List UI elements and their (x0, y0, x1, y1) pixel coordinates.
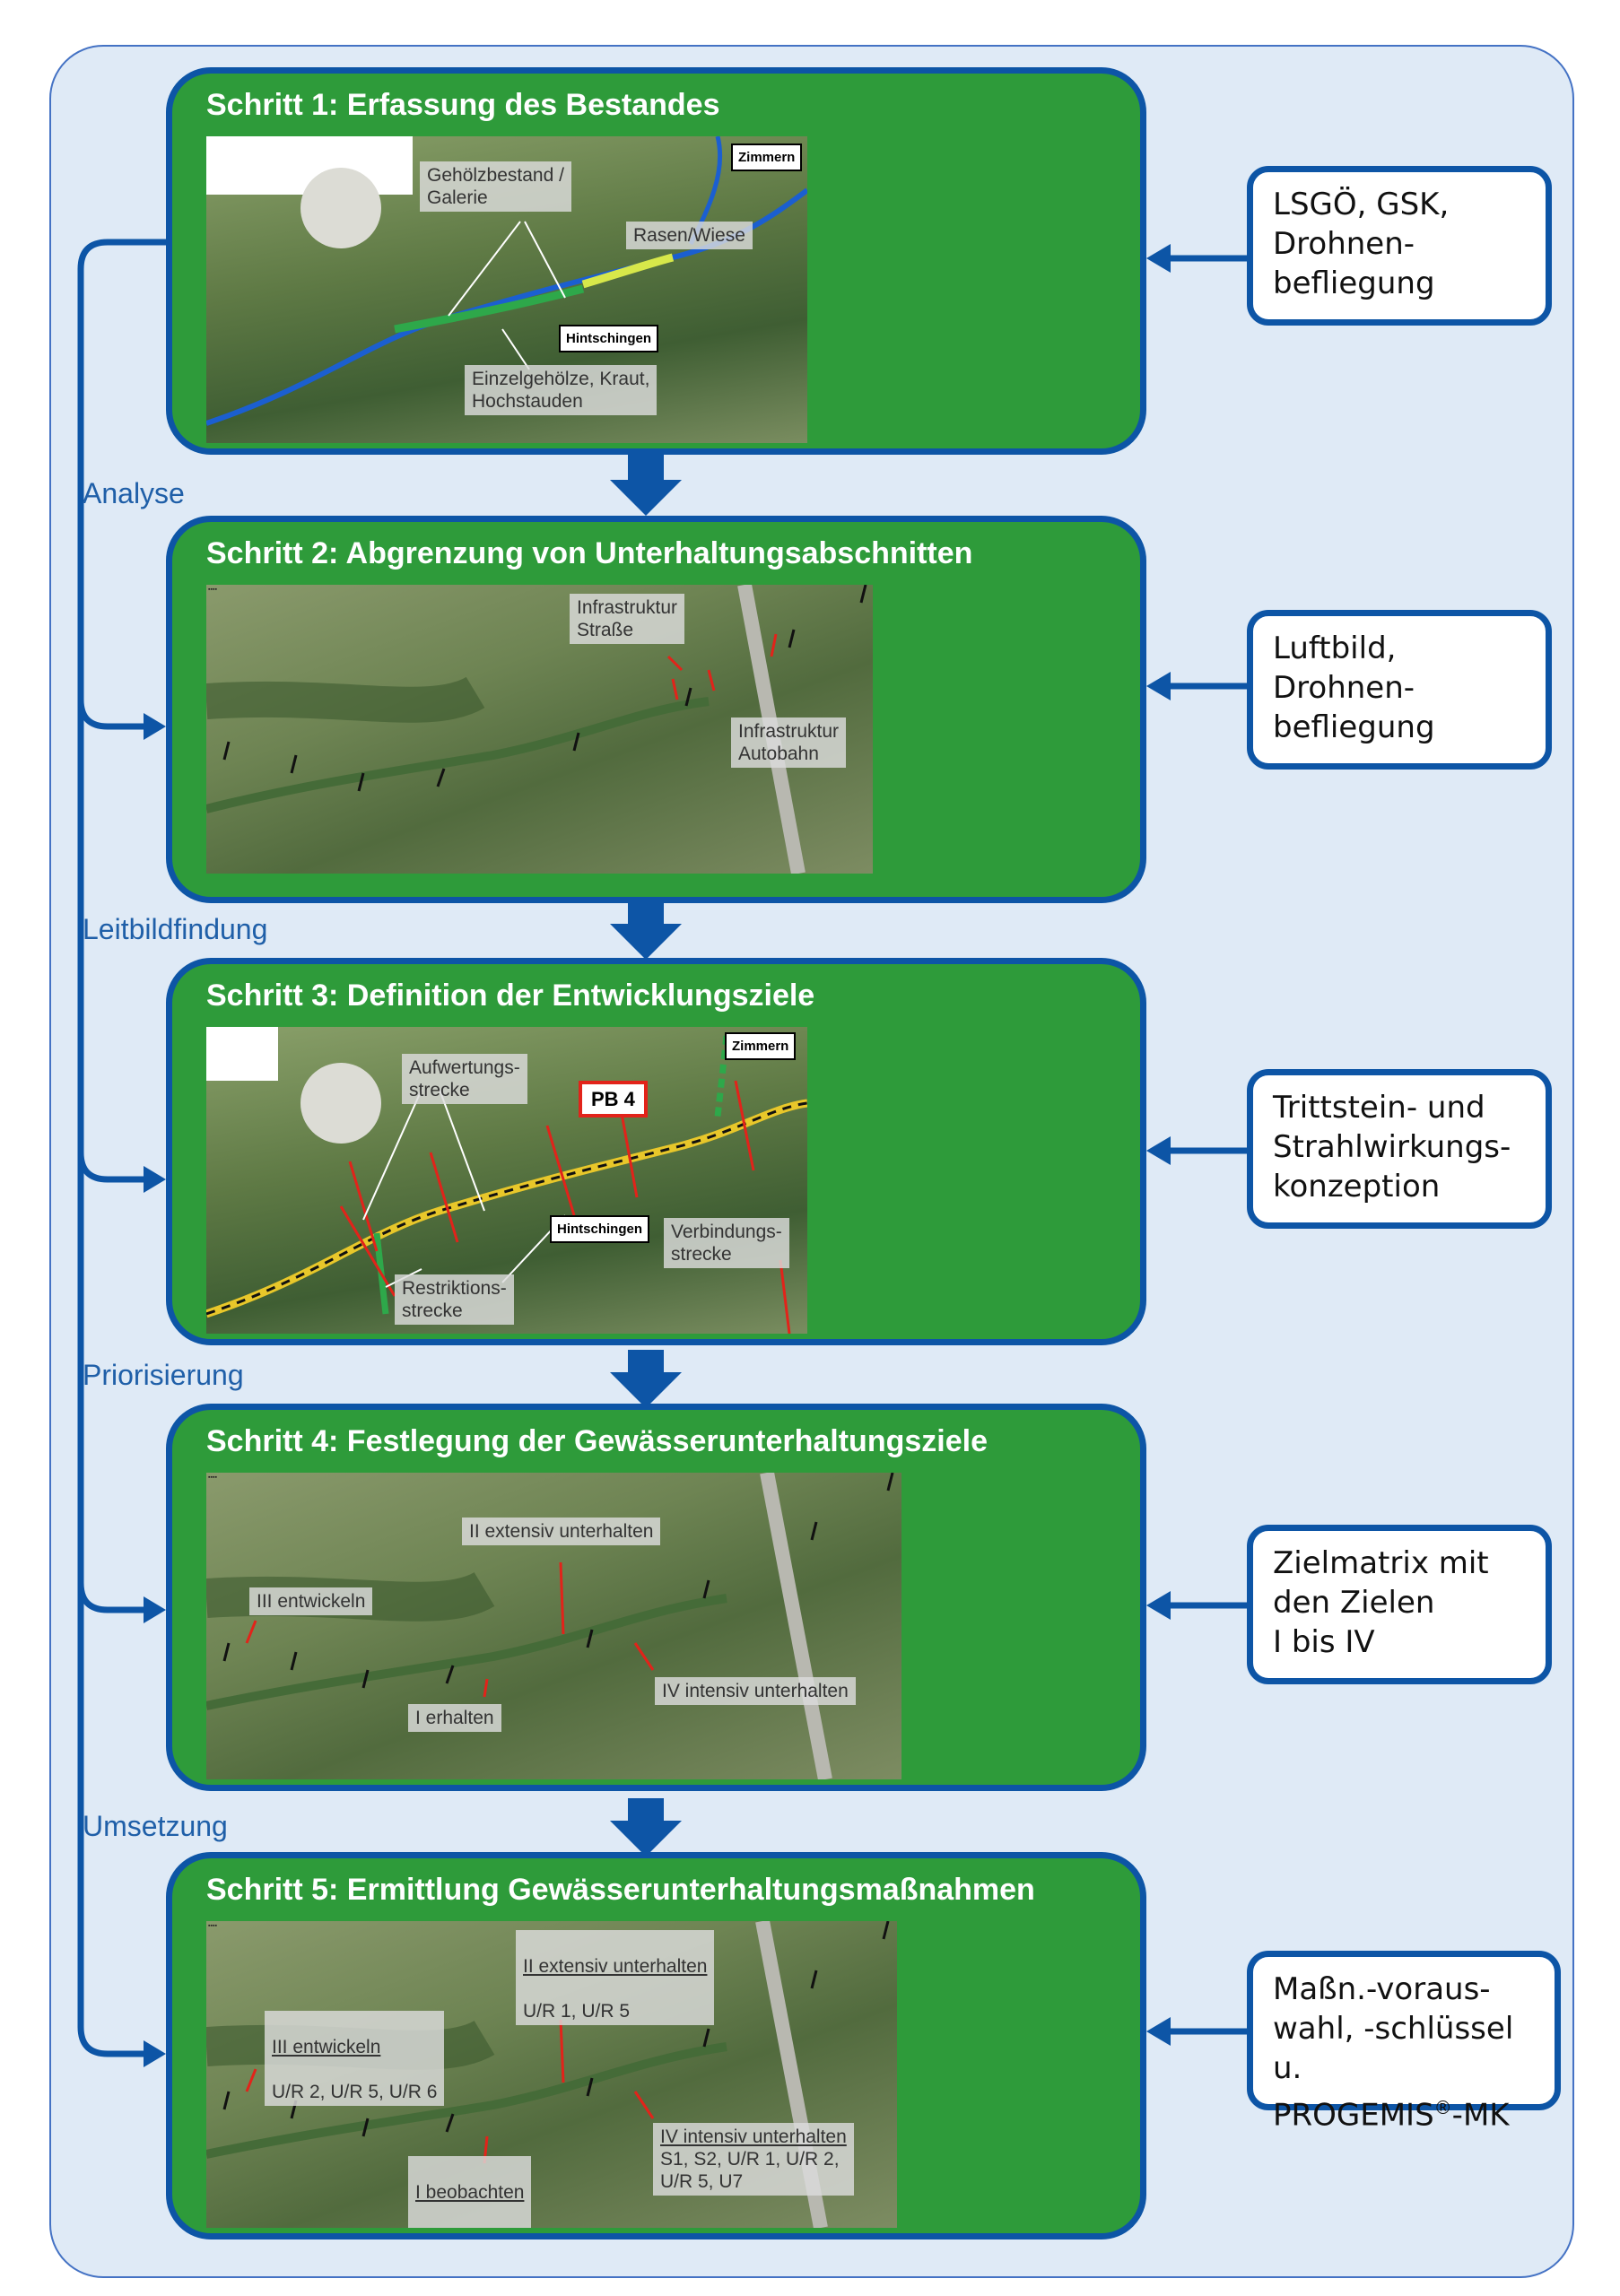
source-box-4: Zielmatrix mit den Zielen I bis IV (1247, 1525, 1552, 1684)
source-box-5: Maßn.-voraus- wahl, -schlüssel u. PROGEM… (1247, 1951, 1561, 2133)
registered-mark: ® (1433, 2097, 1452, 2118)
label-i-erhalten: I erhalten (408, 1704, 501, 1732)
phase-leitbildfindung: Leitbildfindung (83, 913, 268, 945)
step-4-box: Schritt 4: Festlegung der Gewässerunterh… (166, 1404, 1146, 1791)
phase-priorisierung: Priorisierung (83, 1359, 244, 1391)
label-rasen-wiese: Rasen/Wiese (626, 222, 753, 249)
label-i-massnahmen: I beobachten K1 (408, 2156, 532, 2228)
source-box-3: Trittstein- und Strahlwirkungs- konzepti… (1247, 1069, 1552, 1229)
label-infrastruktur-strasse: Infrastruktur Straße (570, 594, 685, 644)
map-legend-tiny: ▪▪▪▪ (208, 1474, 217, 1481)
label-iv-massnahmen: IV intensiv unterhalten S1, S2, U/R 1, U… (653, 2123, 854, 2196)
label-iv-head: IV intensiv unterhalten (660, 2126, 847, 2147)
label-ii-head: II extensiv unterhalten (523, 1956, 708, 1977)
label-iv-intensiv: IV intensiv unterhalten (655, 1677, 856, 1705)
label-infrastruktur-autobahn: Infrastruktur Autobahn (731, 718, 847, 768)
step-3-box: Schritt 3: Definition der Entwicklungszi… (166, 958, 1146, 1345)
down-arrows (610, 453, 682, 1857)
label-hintschingen: Hintschingen (550, 1215, 650, 1243)
label-zimmern: Zimmern (731, 144, 803, 171)
step-4-title: Schritt 4: Festlegung der Gewässerunterh… (206, 1424, 988, 1458)
step-4-map: ▪▪▪▪ II extensiv unterhalten III entwick… (206, 1473, 901, 1779)
step-1-box: Schritt 1: Erfassung des Bestandes Gehöl… (166, 67, 1146, 455)
label-iii-massnahmen: III entwickeln U/R 2, U/R 5, U/R 6 (265, 2011, 445, 2106)
step-3-title: Schritt 3: Definition der Entwicklungszi… (206, 978, 815, 1013)
phase-umsetzung: Umsetzung (83, 1810, 228, 1842)
step-5-title: Schritt 5: Ermittlung Gewässerunterhaltu… (206, 1873, 1035, 1907)
label-ii-extensiv: II extensiv unterhalten (462, 1518, 661, 1545)
label-verbindungsstrecke: Verbindungs- strecke (664, 1218, 789, 1268)
step-1-title: Schritt 1: Erfassung des Bestandes (206, 88, 720, 122)
label-hintschingen: Hintschingen (559, 325, 659, 352)
source-box-1: LSGÖ, GSK, Drohnen- befliegung (1247, 166, 1552, 326)
label-ii-massnahmen: II extensiv unterhalten U/R 1, U/R 5 (516, 1930, 715, 2025)
label-restriktionsstrecke: Restriktions- strecke (395, 1274, 514, 1325)
label-iii-head: III entwickeln (272, 2037, 381, 2057)
side-arrows (1166, 255, 1247, 2035)
label-i-body: K1 (458, 2227, 482, 2228)
map-legend-tiny: ▪▪▪▪ (208, 1923, 217, 1929)
label-pb4: PB 4 (579, 1081, 648, 1118)
step-3-map: Aufwertungs- strecke PB 4 Zimmern Hintsc… (206, 1027, 807, 1334)
feedback-line (77, 239, 166, 2057)
source-box-2: Luftbild, Drohnen- befliegung (1247, 610, 1552, 770)
label-ii-body: U/R 1, U/R 5 (523, 2001, 631, 2022)
map-legend-tiny: ▪▪▪▪ (208, 587, 217, 593)
label-iii-entwickeln: III entwickeln (249, 1587, 373, 1615)
step-2-map: ▪▪▪▪ Infrastruktur Straße Infrastruktur … (206, 585, 873, 874)
label-zimmern: Zimmern (725, 1032, 797, 1060)
map-blank-corner (206, 1027, 278, 1081)
label-iv-body: S1, S2, U/R 1, U/R 2, U/R 5, U7 (660, 2149, 840, 2192)
step-1-map: Gehölzbestand / Galerie Rasen/Wiese Einz… (206, 136, 807, 443)
label-i-head: I beobachten (415, 2182, 525, 2203)
step-2-title: Schritt 2: Abgrenzung von Unterhaltungsa… (206, 536, 973, 570)
phase-analyse: Analyse (83, 477, 185, 509)
step-3-map-lines (206, 1035, 807, 1334)
label-aufwertungsstrecke: Aufwertungs- strecke (402, 1054, 527, 1104)
feedback-arrows (77, 699, 166, 2067)
label-iii-body: U/R 2, U/R 5, U/R 6 (272, 2082, 438, 2102)
step-5-map: ▪▪▪▪ II extensiv unterhalten U/R 1, U/R … (206, 1921, 897, 2228)
label-gehoelzbestand: Gehölzbestand / Galerie (420, 161, 571, 212)
step-5-box: Schritt 5: Ermittlung Gewässerunterhaltu… (166, 1852, 1146, 2239)
step-2-box: Schritt 2: Abgrenzung von Unterhaltungsa… (166, 516, 1146, 903)
label-einzelgehoelze: Einzelgehölze, Kraut, Hochstauden (465, 365, 658, 415)
side-arrow-heads (1146, 244, 1171, 2046)
